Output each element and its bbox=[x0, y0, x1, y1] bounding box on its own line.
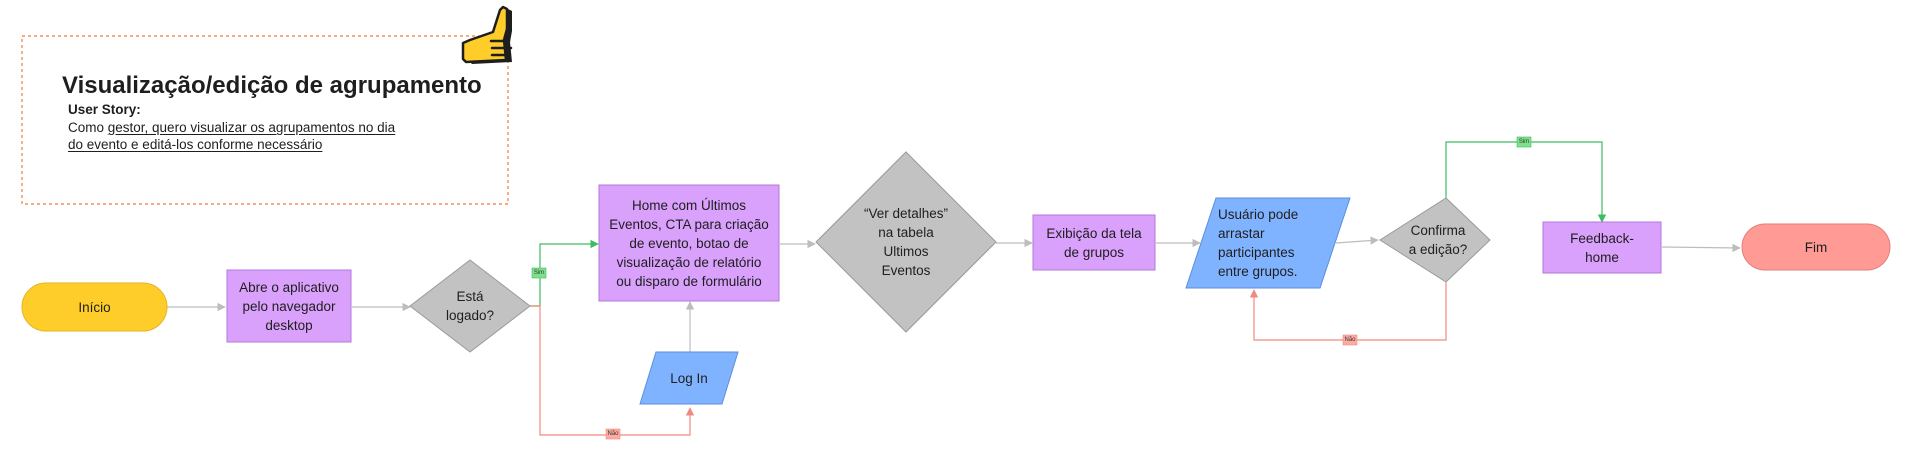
groups-screen-label: Exibição da tela de grupos bbox=[1046, 225, 1142, 260]
logged-in-decision bbox=[409, 259, 531, 353]
see-details-label: “Ver detalhes” na tabela Ultimos Eventos bbox=[863, 206, 949, 278]
open-app-node bbox=[226, 269, 352, 343]
logged-in-label: Está logado? bbox=[445, 289, 495, 323]
yes-label-confirm: Sim bbox=[1518, 139, 1530, 145]
home-label: Home com Últimos Eventos, CTA para criaç… bbox=[609, 197, 769, 289]
drag-node bbox=[1185, 197, 1351, 289]
page-title: Visualização/edição de agrupamento bbox=[62, 72, 482, 99]
confirm-label: Confirma a edição? bbox=[1408, 223, 1468, 257]
see-details-decision bbox=[815, 151, 997, 333]
user-story-label: User Story: bbox=[68, 102, 141, 117]
drag-label: Usuário pode arrastar participantes entr… bbox=[1218, 207, 1299, 279]
end-label: Fim bbox=[1804, 239, 1828, 255]
edge-feedback-to-end bbox=[1661, 243, 1741, 253]
no-label-confirm: Não bbox=[1344, 337, 1356, 343]
edges-layer bbox=[167, 141, 1741, 436]
thumbs-up-icon bbox=[461, 5, 513, 64]
yes-label-logged: Sim bbox=[533, 270, 545, 276]
edge-no-to-login bbox=[530, 305, 695, 436]
groups-screen-node bbox=[1032, 214, 1156, 271]
open-app-label: Abre o aplicativo pelo navegador desktop bbox=[239, 279, 339, 333]
feedback-node bbox=[1542, 221, 1662, 274]
edge-drag-to-confirm bbox=[1335, 236, 1379, 245]
login-label: Log In bbox=[670, 370, 708, 386]
start-node bbox=[21, 282, 168, 332]
user-story-line-1: Como gestor, quero visualizar os agrupam… bbox=[68, 120, 395, 135]
edge-confirm-yes-to-feedback bbox=[1445, 141, 1607, 223]
feedback-label: Feedback- home bbox=[1570, 230, 1634, 265]
user-story-line-1-text: gestor, quero visualizar os agrupamentos… bbox=[107, 120, 396, 135]
edge-confirm-no-to-drag bbox=[1249, 282, 1447, 341]
confirm-decision bbox=[1379, 197, 1491, 283]
yes-chip-confirm bbox=[1516, 136, 1532, 148]
home-node bbox=[598, 184, 780, 302]
no-chip-logged bbox=[605, 428, 621, 440]
start-label: Início bbox=[78, 299, 111, 315]
user-story-line-2: do evento e editá-los conforme necessári… bbox=[68, 137, 323, 152]
end-node bbox=[1741, 223, 1891, 271]
login-node bbox=[639, 351, 739, 405]
user-story-prefix: Como bbox=[68, 120, 108, 135]
no-label-logged: Não bbox=[607, 431, 619, 437]
nodes-layer bbox=[21, 151, 1891, 405]
yes-chip-logged bbox=[531, 267, 547, 279]
no-chip-confirm bbox=[1342, 334, 1358, 346]
user-story-frame bbox=[21, 35, 509, 205]
